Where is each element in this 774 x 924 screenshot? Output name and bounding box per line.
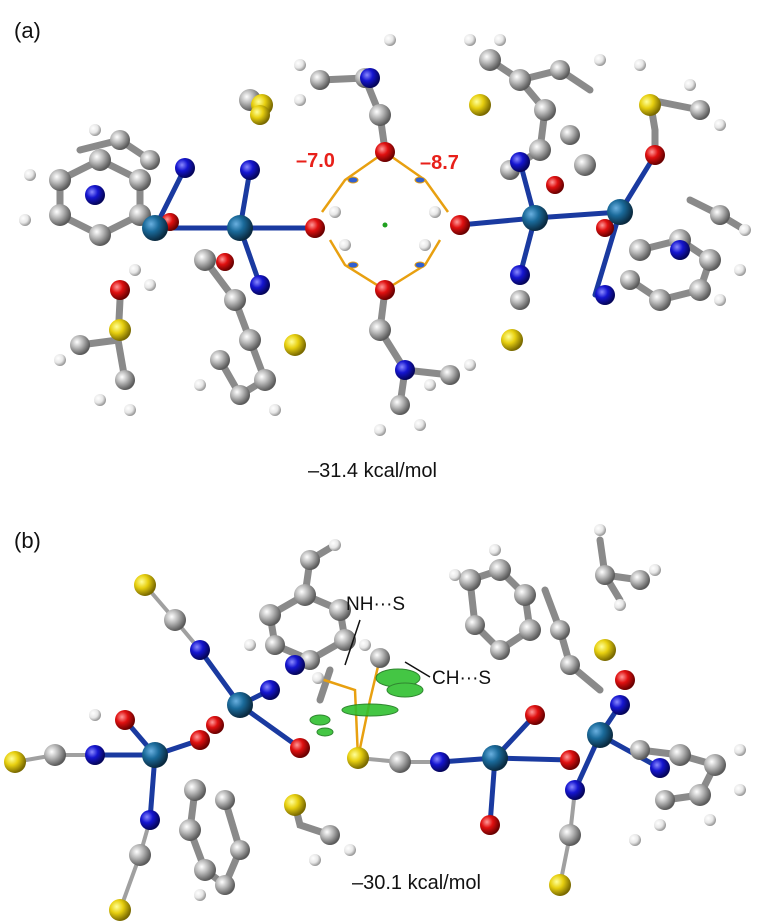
annotation-ch-s: CH···S bbox=[432, 668, 492, 689]
interaction-energy-b: –30.1 kcal/mol bbox=[352, 872, 481, 894]
panel-b-label: (b) bbox=[14, 528, 41, 553]
molecule-b-structure bbox=[4, 524, 746, 921]
hbond-energy-left: –7.0 bbox=[296, 150, 335, 172]
molecule-a-structure bbox=[19, 34, 751, 436]
interaction-energy-a: –31.4 kcal/mol bbox=[308, 460, 437, 482]
panel-a: (a) bbox=[14, 18, 751, 482]
panel-b: (b) bbox=[0, 500, 774, 924]
panel-a-label: (a) bbox=[14, 18, 41, 43]
hbond-energy-right: –8.7 bbox=[420, 152, 459, 174]
annotation-nh-s: NH···S bbox=[346, 594, 406, 615]
